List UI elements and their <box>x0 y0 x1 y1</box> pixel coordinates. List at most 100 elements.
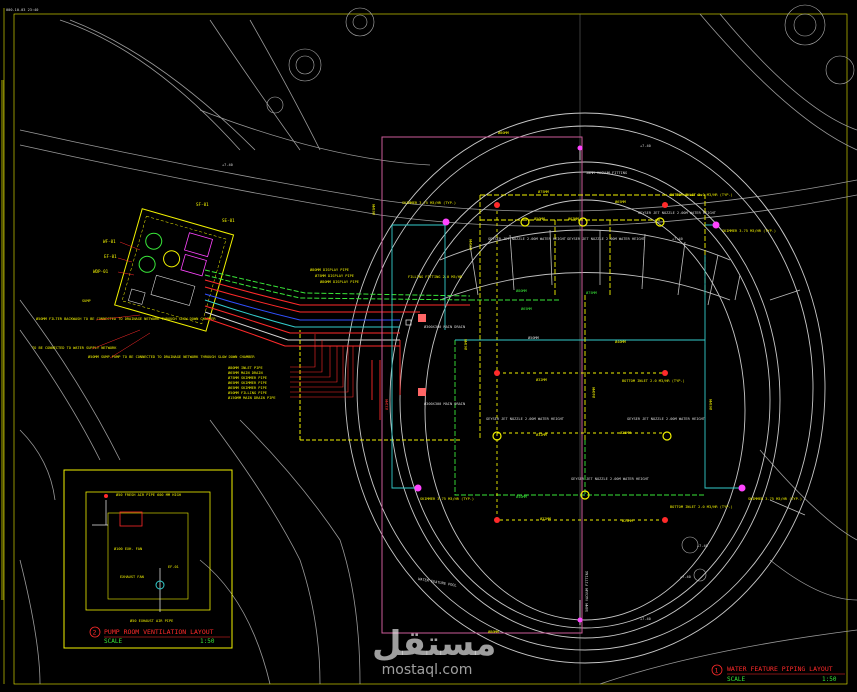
frame-left-text-strip <box>1 80 4 600</box>
return-labels: Ø80MM INLET PIPE Ø65MM MAIN DRAIN Ø75MM … <box>228 365 276 400</box>
drawing-label: Ø100 EXH. FAN <box>114 546 142 551</box>
vacuum-fitting-marker <box>577 617 583 623</box>
geyser-nozzle-marker <box>580 490 590 500</box>
drawing-label: Ø50 EXHAUST AIR PIPE <box>130 618 173 623</box>
drawing-label: Ø25MM <box>622 518 634 523</box>
drawing-label: SKIMMER 3.75 M3/HR (TYP.) <box>420 497 474 501</box>
drawing-label: Ø80MM <box>516 288 528 293</box>
drawing-label: Ø75MM DISPLAY PIPE <box>315 273 354 278</box>
pool-rings <box>344 112 826 664</box>
drawing-label: Ø75MM <box>538 189 550 194</box>
drawing-label: Ø63MM <box>568 216 580 221</box>
drawing-label: Ø65MM <box>708 398 713 410</box>
bottom-inlet-marker <box>662 517 668 523</box>
pool-segments <box>469 229 806 516</box>
bottom-inlet-marker <box>662 202 668 208</box>
drawing-label: SF-01 <box>196 202 209 207</box>
drawing-label: GEYSER JET NOZZLE 2.00M WATER HEIGHT <box>638 211 717 215</box>
main-title-number-circle <box>711 664 723 676</box>
pool-labels: 50MM VACUUM FITTING 50MM VACUUM FITTING … <box>402 171 802 612</box>
pool-boundary <box>381 136 583 634</box>
drawing-label: Ø65MM SKIMMER PIPE <box>228 385 267 390</box>
drawing-label: Ø50MM <box>468 238 473 250</box>
drawing-label: +7.40 <box>640 617 651 621</box>
filling-fitting-marker <box>405 319 412 326</box>
drawing-label: EF-01 <box>168 565 179 569</box>
drawing-label: GEYSER JET NOZZLE 2.00M WATER HEIGHT <box>488 237 567 241</box>
inset-scale-label: SCALE <box>104 638 122 645</box>
drawing-label: GEYSER JET NOZZLE 2.00M WATER HEIGHT <box>571 477 650 481</box>
geyser-nozzle-marker <box>520 217 530 227</box>
fixtures <box>405 145 746 623</box>
skimmer-marker <box>442 218 450 226</box>
drawing-label: +7.40 <box>672 237 683 241</box>
inset-title-block: 2 PUMP ROOM VENTILATION LAYOUT SCALE 1:5… <box>89 626 230 645</box>
drawing-label: Ø40MM <box>516 494 528 499</box>
drawing-label: Ø50MM <box>528 335 540 340</box>
pipe-bundle <box>204 269 471 441</box>
drawing-label: +7.40 <box>222 163 233 167</box>
inset-title: PUMP ROOM VENTILATION LAYOUT <box>104 628 214 636</box>
drawing-label: Ø32MM <box>384 398 389 410</box>
drawing-label: 50MM VACUUM FITTING <box>585 571 589 612</box>
main-title: WATER FEATURE PIPING LAYOUT <box>727 665 833 673</box>
drawing-label: SKIMMER 3.75 M3/HR (TYP.) <box>748 497 802 501</box>
drawing-label: GEYSER JET NOZZLE 2.00M WATER HEIGHT <box>567 237 646 241</box>
drawing-label: Ø80MM DISPLAY PIPE <box>320 279 359 284</box>
drawing-label: SKIMMER 3.75 M3/HR (TYP.) <box>402 201 456 205</box>
drawing-label: Ø65MM <box>615 199 627 204</box>
drawing-label: TO BE CONNECTED TO WATER SUPPLY NETWORK <box>32 346 117 350</box>
drawing-label: Ø75MM <box>586 290 598 295</box>
pipe-size-tags: Ø80MM Ø75MM Ø65MM Ø50MM Ø63MM Ø80MM Ø75M… <box>371 130 713 634</box>
drawing-label: +7.40 <box>640 144 651 148</box>
drawing-label: Ø50MM <box>534 216 546 221</box>
drawing-label: WF-01 <box>103 239 116 244</box>
tree-symbols <box>266 4 855 582</box>
skimmer-marker <box>738 484 746 492</box>
drawing-label: Ø32MM <box>540 516 552 521</box>
vacuum-fitting-marker <box>577 145 583 151</box>
return-leaders <box>290 334 354 398</box>
drawing-label: Ø300X300 MAIN DRAIN <box>424 401 465 406</box>
drawing-label: Ø50 FRESH AIR PIPE 600 MM HIGH <box>116 492 181 497</box>
drawing-label: GEYSER JET NOZZLE 2.00M WATER HEIGHT <box>627 417 706 421</box>
date-stamp: 000-10-03 23:40 <box>6 8 38 12</box>
drawing-label: +7.40 <box>680 575 691 579</box>
skimmer-marker <box>712 221 720 229</box>
pump-room <box>114 208 235 332</box>
drawing-label: 2 <box>93 629 97 637</box>
drawing-label: Ø50MM SUMP PUMP TO BE CONNECTED TO DRAIN… <box>88 354 255 359</box>
drawing-label: +7.40 <box>697 544 708 548</box>
main-drain-marker <box>418 314 426 322</box>
drawing-label: BOTTOM INLET 2.0 M3/HR (TYP.) <box>670 193 733 197</box>
drawing-label: 1 <box>715 667 719 675</box>
drawing-label: WATER FEATURE POOL <box>418 577 457 588</box>
pool-pipe-network <box>371 150 740 625</box>
drawing-label: Ø80MM DISPLAY PIPE <box>310 267 349 272</box>
drawing-label: Ø40MM <box>615 339 627 344</box>
drawing-label: SUMP <box>82 299 91 303</box>
drawing-label: Ø300X300 MAIN DRAIN <box>424 324 465 329</box>
drawing-label: Ø40MM <box>591 386 596 398</box>
geyser-nozzle-marker <box>662 431 672 441</box>
ventilation-inset <box>63 469 233 649</box>
drawing-label: Ø63MM <box>463 338 468 350</box>
drawing-label: WDP-01 <box>93 269 109 274</box>
main-title-block: 1 WATER FEATURE PIPING LAYOUT SCALE 1:50 <box>711 664 845 683</box>
inset-title-number-circle <box>89 626 101 638</box>
main-scale-value: 1:50 <box>822 676 837 683</box>
drawing-label: GEYSER JET NOZZLE 2.00M WATER HEIGHT <box>486 417 565 421</box>
geyser-nozzle-marker <box>655 217 665 227</box>
main-scale-label: SCALE <box>727 676 745 683</box>
level-marks: +7.40 +7.40 +7.40 +7.40 +7.40 +7.40 <box>222 144 708 621</box>
drawing-label: Ø80MM <box>498 130 510 135</box>
bottom-inlet-marker <box>494 202 500 208</box>
drawing-label: Ø65MM SKIMMER PIPE <box>228 380 267 385</box>
drawing-label: EXHAUST FAN <box>120 575 144 579</box>
bottom-inlet-marker <box>662 370 668 376</box>
drawing-label: Ø50MM FILTER BACKWASH TO BE CONNECTED TO… <box>36 316 216 321</box>
drawing-label: Ø32MM <box>536 377 548 382</box>
drawing-label: Ø32MM <box>536 432 548 437</box>
drawing-label: Ø25MM <box>620 430 632 435</box>
